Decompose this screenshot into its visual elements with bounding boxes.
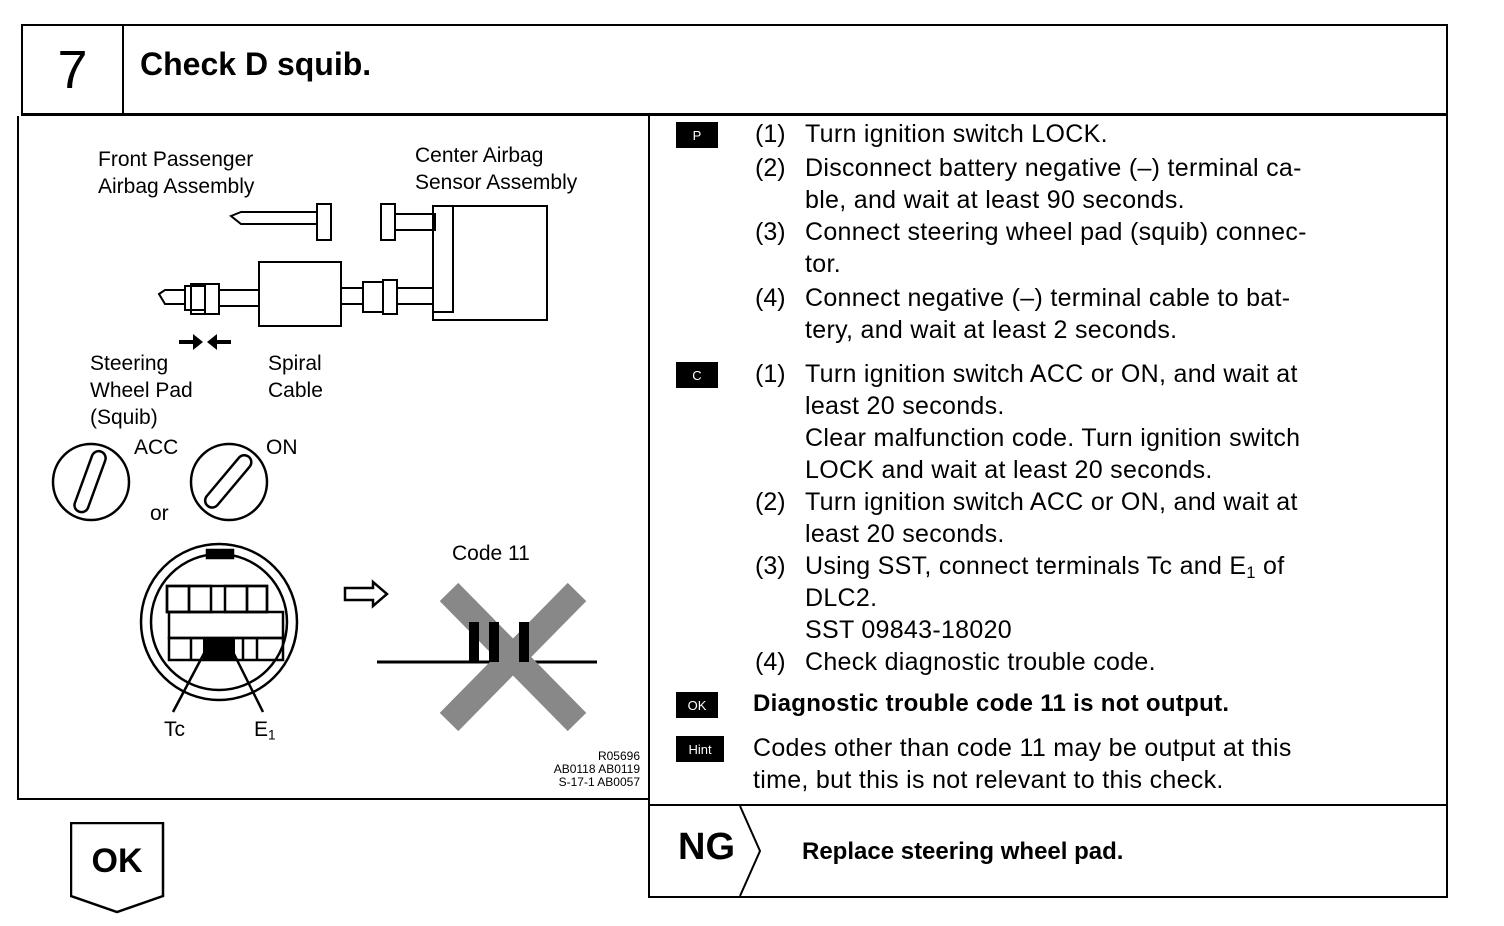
check-num-2: (2): [755, 488, 786, 516]
spiral-label-2: Cable: [268, 379, 323, 402]
ref-code-3: S-17-1 AB0057: [558, 775, 640, 789]
prep-3-line-1: Connect steering wheel pad (squib) conne…: [805, 218, 1307, 246]
steering-label-2: Wheel Pad: [90, 379, 193, 402]
check-4-line-1: Check diagnostic trouble code.: [805, 648, 1156, 676]
or-label: or: [150, 502, 169, 525]
front-passenger-label-1: Front Passenger: [98, 148, 254, 171]
check-3-line-3: SST 09843-18020: [805, 616, 1012, 644]
hint-line-1: Codes other than code 11 may be output a…: [753, 734, 1292, 762]
ng-branch-text: Replace steering wheel pad.: [802, 838, 1124, 865]
tc-label: Tc: [164, 718, 185, 741]
ok-arrow-shape: [70, 822, 165, 914]
check-num-3: (3): [755, 552, 786, 580]
check-2-line-2: least 20 seconds.: [805, 520, 1005, 548]
spiral-label-1: Spiral: [268, 352, 322, 375]
prep-2-line-2: ble, and wait at least 90 seconds.: [805, 186, 1185, 214]
check-3-line-1: Using SST, connect terminals Tc and E1 o…: [805, 552, 1285, 583]
on-label: ON: [266, 436, 298, 459]
hint-tag: Hint: [676, 736, 724, 762]
prep-4-line-1: Connect negative (–) terminal cable to b…: [805, 284, 1291, 312]
steering-label-1: Steering: [90, 352, 169, 375]
prep-num-3: (3): [755, 218, 786, 246]
center-airbag-label-2: Sensor Assembly: [415, 171, 578, 194]
ref-code-1: R05696: [597, 749, 640, 763]
acc-label: ACC: [134, 436, 179, 459]
prep-1-line-1: Turn ignition switch LOCK.: [805, 120, 1108, 148]
step-title: Check D squib.: [140, 46, 372, 82]
prep-4-line-2: tery, and wait at least 2 seconds.: [805, 316, 1178, 344]
check-num-1: (1): [755, 360, 786, 388]
steering-label-3: (Squib): [90, 406, 158, 429]
check-1-line-1: Turn ignition switch ACC or ON, and wait…: [805, 360, 1298, 388]
ok-result-tag: OK: [676, 692, 718, 718]
hint-line-2: time, but this is not relevant to this c…: [753, 766, 1224, 794]
e1-label: E1: [254, 718, 276, 743]
ok-branch-label: OK: [91, 842, 143, 880]
check-1-line-4: LOCK and wait at least 20 seconds.: [805, 456, 1213, 484]
check-2-line-1: Turn ignition switch ACC or ON, and wait…: [805, 488, 1298, 516]
step-number: 7: [57, 40, 88, 100]
ref-code-2: AB0118 AB0119: [553, 762, 640, 776]
ok-branch: OK: [70, 822, 165, 914]
check-3-line-2: DLC2.: [805, 584, 878, 612]
prep-3-line-2: tor.: [805, 250, 841, 278]
ok-result-text: Diagnostic trouble code 11 is not output…: [753, 690, 1230, 717]
ng-branch-label: NG: [678, 826, 735, 868]
prep-tag: P: [676, 122, 718, 148]
center-airbag-label-1: Center Airbag: [415, 144, 544, 167]
diagram-drawing: [51, 203, 597, 732]
prep-num-4: (4): [755, 284, 786, 312]
prep-num-2: (2): [755, 154, 786, 182]
ng-divider-chevron: [739, 806, 762, 896]
check-num-4: (4): [755, 648, 786, 676]
front-passenger-label-2: Airbag Assembly: [98, 175, 255, 198]
check-tag: C: [676, 362, 718, 388]
check-1-line-3: Clear malfunction code. Turn ignition sw…: [805, 424, 1301, 452]
prep-num-1: (1): [755, 120, 786, 148]
prep-2-line-1: Disconnect battery negative (–) terminal…: [805, 154, 1302, 182]
code-label: Code 11: [452, 542, 530, 565]
check-1-line-2: least 20 seconds.: [805, 392, 1005, 420]
